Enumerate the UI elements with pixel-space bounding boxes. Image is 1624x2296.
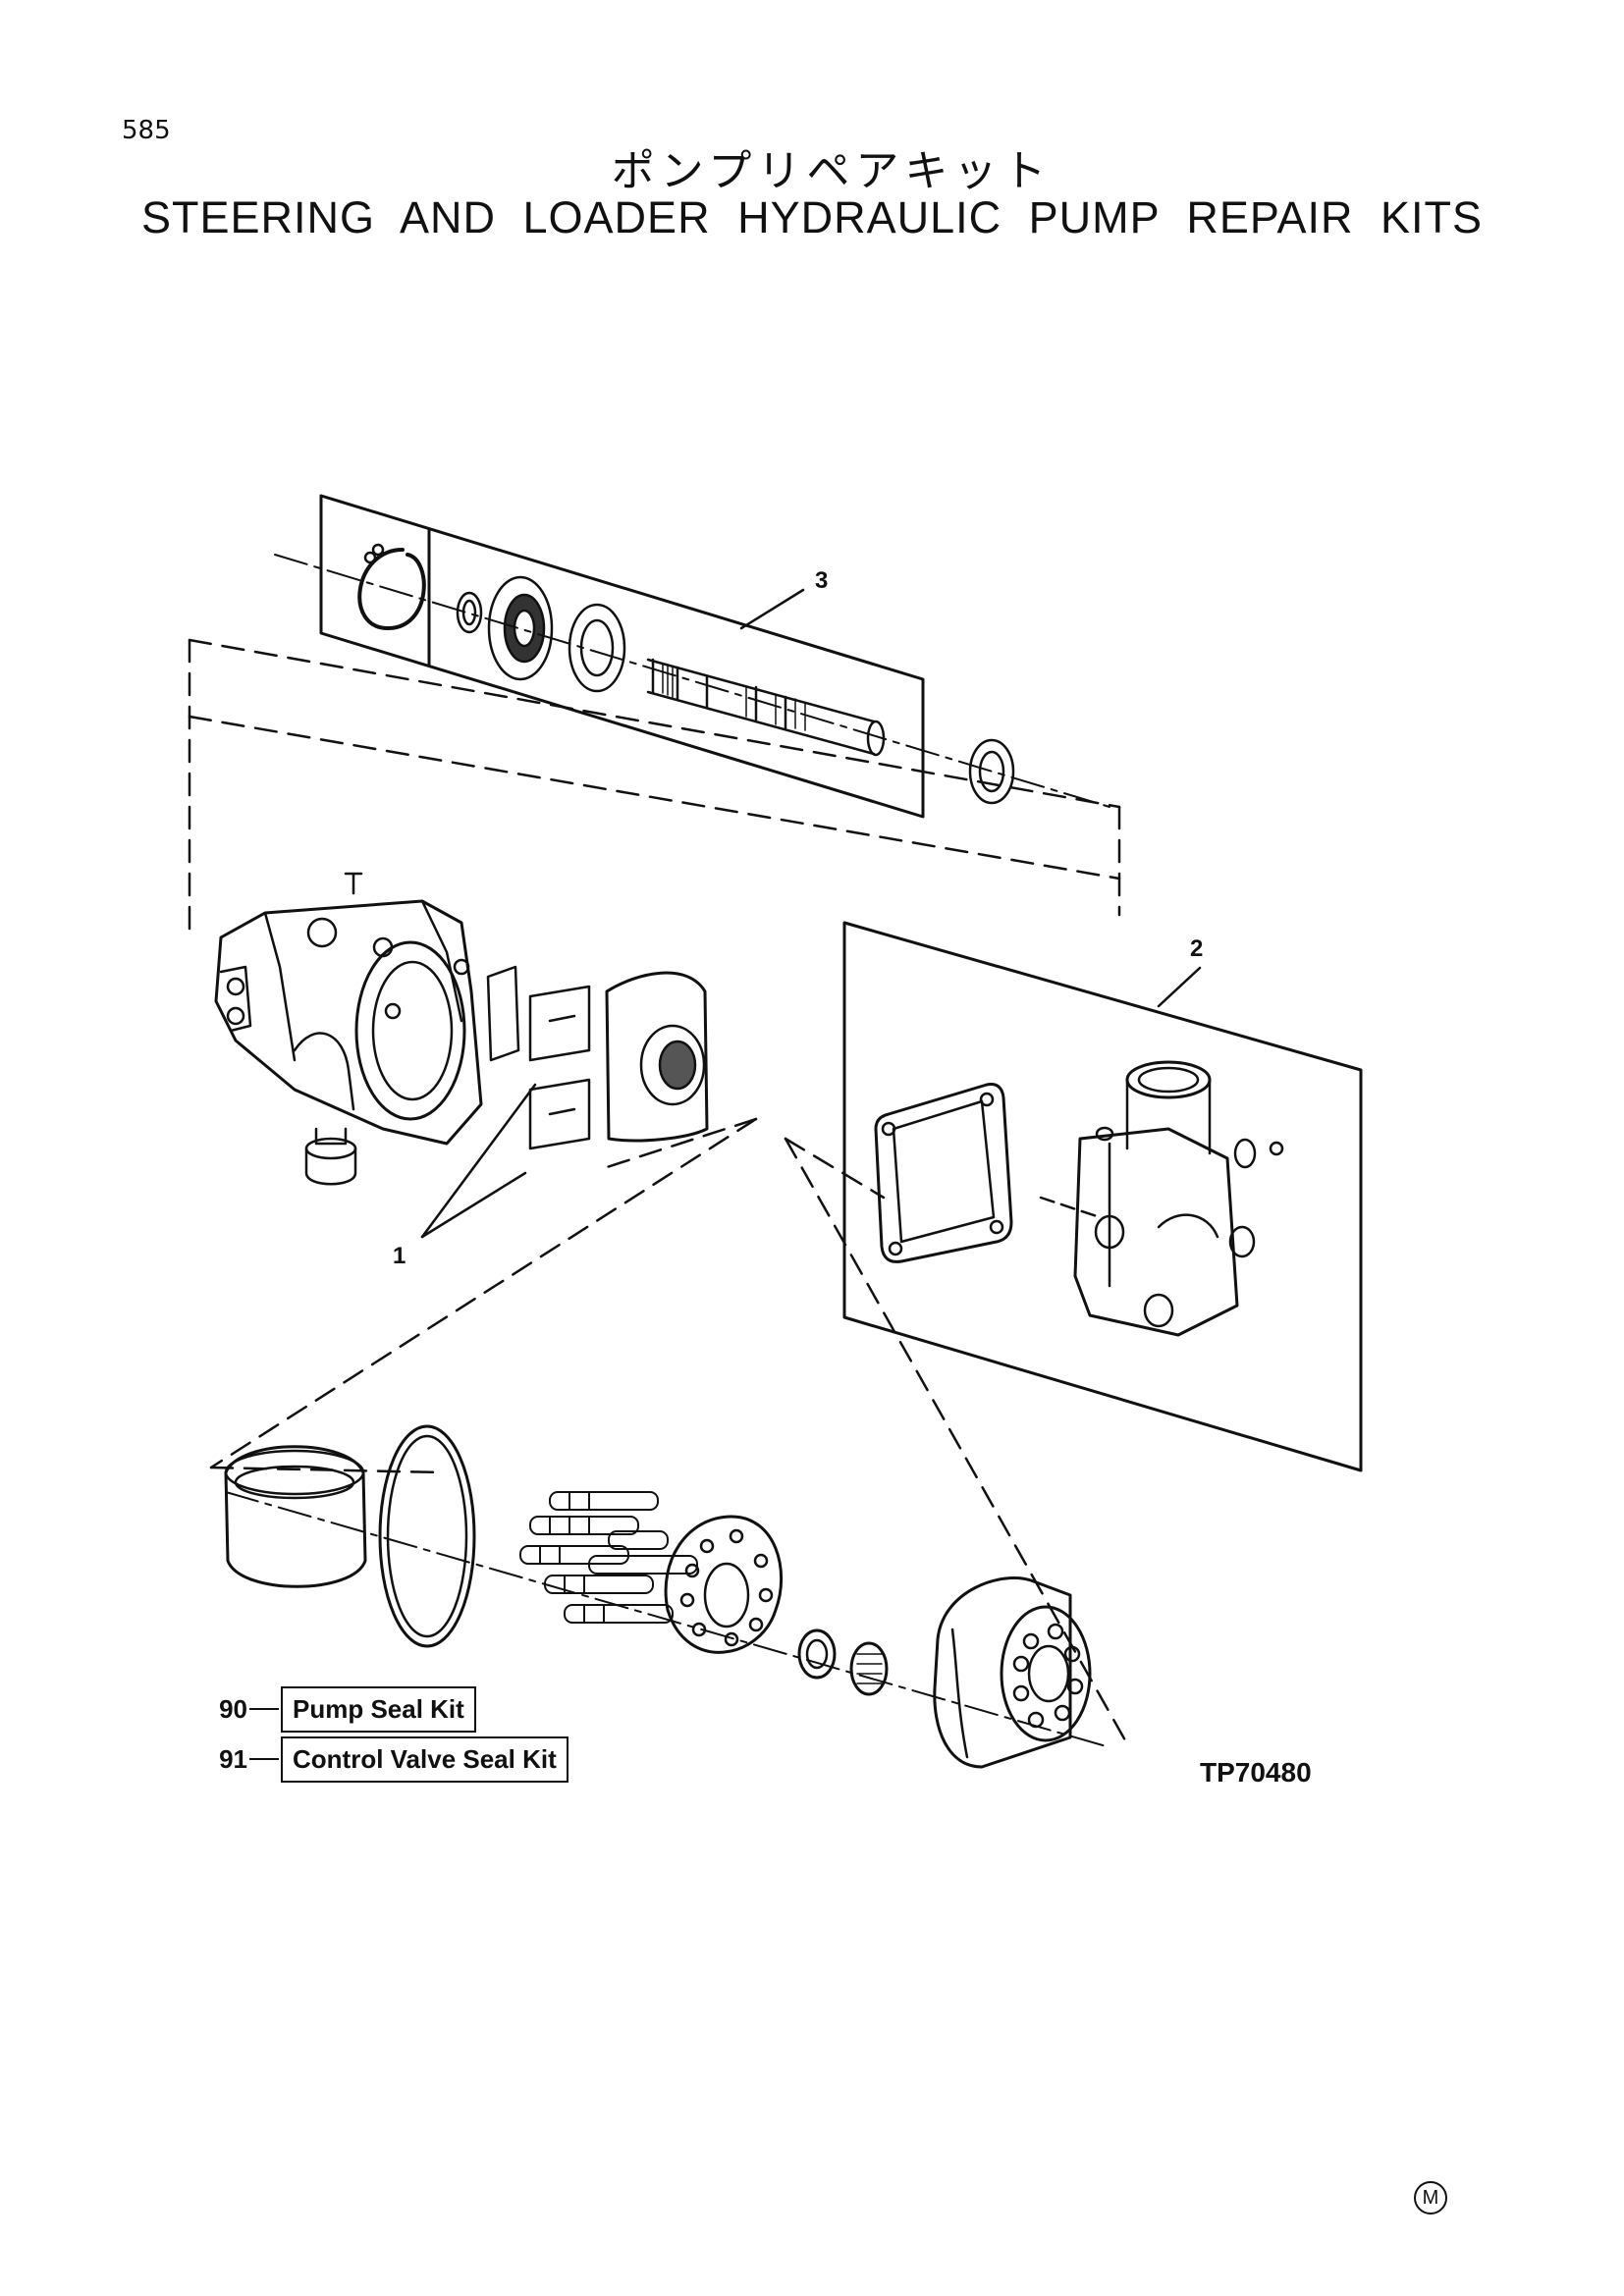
figure-id: TP70480: [1200, 1757, 1312, 1788]
swash-plate-group: [420, 965, 709, 1239]
control-valve-panel: [842, 921, 1363, 1472]
kit-label: Control Valve Seal Kit: [281, 1735, 568, 1783]
callout-1: 1: [393, 1243, 406, 1269]
page-number: 585: [122, 116, 171, 145]
kit-number: 91: [219, 1743, 247, 1774]
kit-row-pump-seal: 90 Pump Seal Kit: [192, 1685, 476, 1733]
page-title-japanese: ポンプリペアキット: [611, 146, 1053, 196]
callout-3: 3: [815, 567, 829, 594]
rotating-group: [224, 1424, 1110, 1769]
shaft-kit-panel: [274, 494, 1110, 819]
kit-number: 90: [219, 1693, 247, 1724]
leader-line: [249, 1708, 279, 1710]
dashed-outline: [188, 638, 1121, 934]
kit-row-control-valve-seal: 91 Control Valve Seal Kit: [192, 1735, 568, 1783]
page-title: STEERING AND LOADER HYDRAULIC PUMP REPAI…: [140, 192, 1484, 242]
kit-label: Pump Seal Kit: [281, 1685, 476, 1733]
callout-2: 2: [1190, 935, 1204, 962]
pump-housing: [214, 872, 483, 1186]
circled-m-mark: M: [1414, 2181, 1447, 2215]
leader-line: [249, 1758, 279, 1760]
